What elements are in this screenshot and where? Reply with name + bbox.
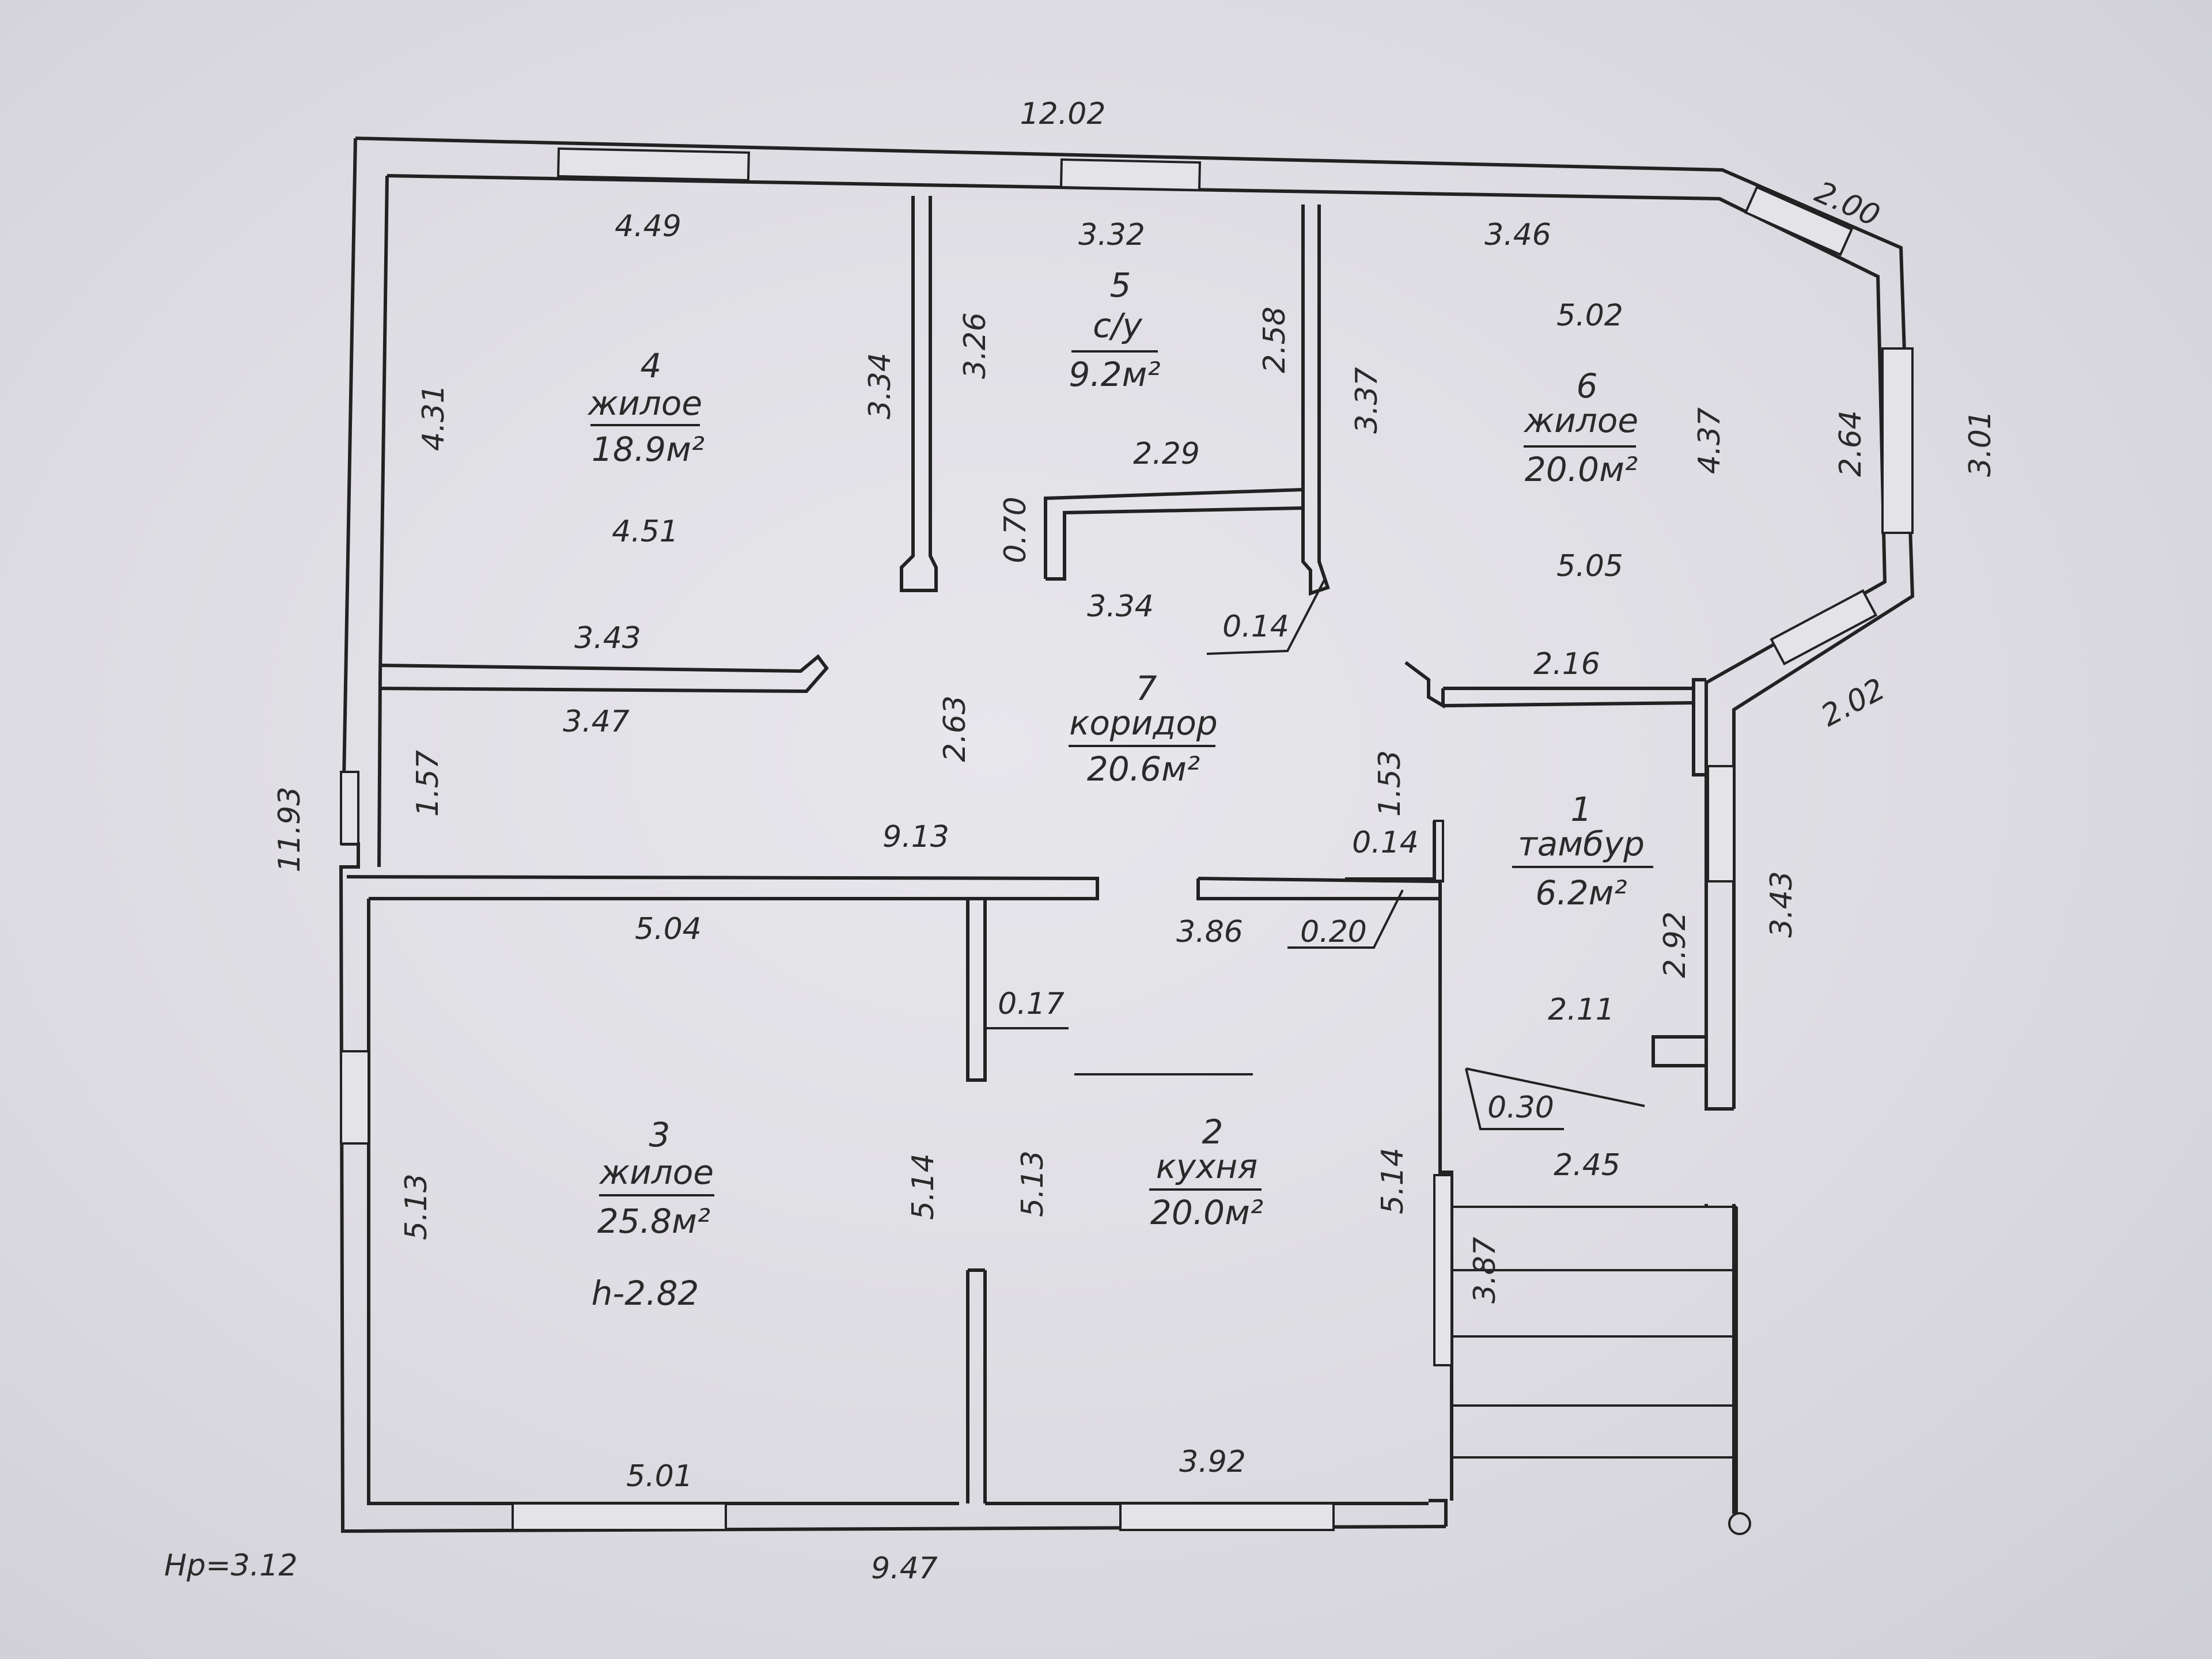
room-name: жилое bbox=[1523, 401, 1638, 440]
dim: 0.70 bbox=[998, 497, 1033, 563]
dim-overall-left: 11.93 bbox=[272, 787, 307, 873]
room-area: 20.6м² bbox=[1087, 749, 1200, 789]
outer-walls bbox=[339, 137, 1915, 1533]
dim: 2.11 bbox=[1548, 993, 1615, 1027]
dim: 3.26 bbox=[958, 312, 993, 379]
room-area: 6.2м² bbox=[1535, 873, 1627, 912]
dim: 3.92 bbox=[1179, 1445, 1246, 1479]
dim: 2.29 bbox=[1133, 437, 1200, 471]
room-name: тамбур bbox=[1518, 824, 1645, 863]
dim: 3.34 bbox=[863, 353, 897, 419]
room-number: 3 bbox=[649, 1115, 671, 1154]
entrance-stairs bbox=[1452, 1206, 1751, 1535]
dim: 3.43 bbox=[1764, 871, 1799, 938]
room-7-label: 7 коридор 20.6м² bbox=[1069, 669, 1218, 789]
room-number: 5 bbox=[1110, 266, 1131, 305]
dim: 2.45 bbox=[1554, 1148, 1620, 1183]
room-area: 20.0м² bbox=[1150, 1193, 1263, 1232]
room-name: кухня bbox=[1156, 1147, 1258, 1186]
room-1-label: 1 тамбур 6.2м² bbox=[1512, 790, 1653, 912]
ceiling-height: h-2.82 bbox=[592, 1274, 699, 1313]
dim: 2.58 bbox=[1257, 306, 1292, 373]
corner-marker-icon bbox=[1728, 1512, 1751, 1535]
window bbox=[1744, 185, 1854, 256]
room-2-label: 2 кухня 20.0м² bbox=[1149, 1112, 1263, 1232]
dim: 5.02 bbox=[1556, 298, 1623, 333]
room-3-label: 3 жилое 25.8м² h-2.82 bbox=[592, 1115, 714, 1313]
dim: 4.31 bbox=[416, 384, 451, 451]
dim: 2.92 bbox=[1658, 911, 1692, 978]
room-name: коридор bbox=[1069, 703, 1217, 743]
dim: 2.02 bbox=[1816, 672, 1891, 733]
dim: 4.51 bbox=[612, 514, 679, 549]
dim: 3.46 bbox=[1484, 218, 1551, 252]
dim-overall-top: 12.02 bbox=[1020, 97, 1106, 131]
dim: 5.13 bbox=[399, 1173, 434, 1240]
window bbox=[1433, 1174, 1453, 1366]
dim-overall-bottom: 9.47 bbox=[871, 1551, 938, 1586]
leader-lines bbox=[985, 578, 1645, 1130]
dim: 3.37 bbox=[1350, 367, 1384, 434]
dim: 5.14 bbox=[1376, 1147, 1410, 1214]
dim: 0.30 bbox=[1487, 1090, 1554, 1125]
room-number: 2 bbox=[1202, 1112, 1224, 1152]
window bbox=[1059, 158, 1201, 192]
dim: 4.37 bbox=[1692, 407, 1727, 474]
dim: 3.43 bbox=[574, 621, 641, 656]
dim: 5.05 bbox=[1556, 549, 1623, 584]
room-name: жилое bbox=[587, 384, 702, 423]
room-area: 25.8м² bbox=[597, 1202, 710, 1241]
window bbox=[1770, 589, 1878, 666]
room-number: 4 bbox=[641, 346, 662, 385]
height-note: Hp=3.12 bbox=[164, 1548, 297, 1583]
window bbox=[556, 147, 750, 181]
room-name: жилое bbox=[599, 1153, 714, 1192]
dim: 2.16 bbox=[1533, 647, 1600, 681]
window bbox=[340, 1050, 370, 1145]
room-area: 9.2м² bbox=[1069, 355, 1160, 394]
interior-walls bbox=[346, 196, 1694, 1503]
window bbox=[340, 771, 359, 845]
dim: 3.32 bbox=[1078, 218, 1145, 252]
dim: 2.63 bbox=[938, 695, 972, 762]
room-area: 18.9м² bbox=[592, 430, 704, 469]
dim: 3.87 bbox=[1468, 1237, 1502, 1304]
dim: 5.01 bbox=[626, 1459, 693, 1494]
dim: 5.04 bbox=[635, 912, 702, 946]
dim: 3.86 bbox=[1176, 915, 1243, 949]
room-number: 7 bbox=[1136, 669, 1157, 708]
room-5-label: 5 с/у 9.2м² bbox=[1069, 266, 1160, 394]
dim: 5.14 bbox=[906, 1153, 941, 1220]
dim: 3.01 bbox=[1963, 410, 1998, 477]
dimensions: 12.02 4.49 3.32 3.46 2.00 5.02 4.51 2.29… bbox=[164, 97, 1998, 1586]
room-name: с/у bbox=[1093, 306, 1142, 345]
room-4-label: 4 жилое 18.9м² bbox=[587, 346, 704, 469]
dim: 0.14 bbox=[1222, 609, 1289, 644]
room-6-label: 6 жилое 20.0м² bbox=[1523, 366, 1638, 489]
room-area: 20.0м² bbox=[1525, 450, 1638, 489]
window bbox=[1881, 347, 1914, 534]
dim: 9.13 bbox=[882, 820, 949, 854]
window bbox=[1707, 765, 1735, 882]
window bbox=[1119, 1502, 1335, 1531]
dim: 1.57 bbox=[411, 750, 445, 817]
room-number: 6 bbox=[1577, 366, 1598, 406]
dim: 2.64 bbox=[1834, 410, 1868, 477]
dim: 4.49 bbox=[615, 209, 681, 244]
dim: 0.17 bbox=[998, 987, 1065, 1021]
dim: 3.34 bbox=[1087, 589, 1154, 624]
dim: 3.47 bbox=[563, 704, 630, 739]
dim: 0.14 bbox=[1352, 825, 1419, 860]
window bbox=[512, 1502, 727, 1531]
room-number: 1 bbox=[1571, 790, 1592, 829]
dim: 0.20 bbox=[1300, 915, 1367, 949]
dim: 5.13 bbox=[1016, 1150, 1050, 1217]
dim: 1.53 bbox=[1373, 750, 1407, 817]
